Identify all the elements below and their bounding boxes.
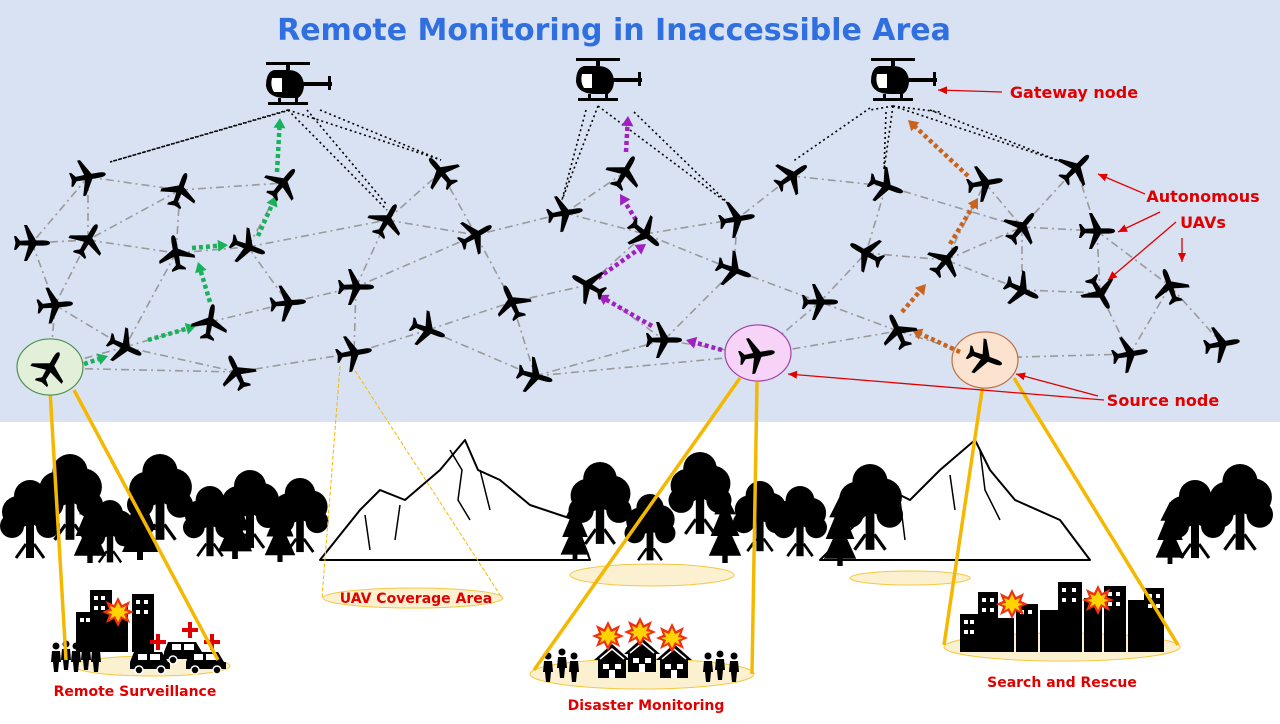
mesh-link [534, 354, 758, 377]
mesh-link [644, 233, 735, 271]
fire-icon [102, 597, 134, 627]
mesh-link [427, 301, 513, 331]
routing-path [273, 118, 286, 173]
mesh-link [819, 252, 867, 303]
mesh-link [736, 175, 793, 220]
mesh-link [564, 171, 626, 214]
annotation-arrows [787, 86, 1186, 401]
mesh-link [756, 301, 821, 356]
mesh-link [475, 212, 566, 236]
mesh-link [355, 234, 477, 288]
mesh-link [564, 212, 646, 235]
mesh-link [353, 286, 357, 354]
mesh-link [175, 246, 249, 254]
mesh-link [1169, 285, 1223, 345]
routing-path [620, 194, 638, 222]
mesh-link [733, 269, 821, 303]
building-icon [960, 582, 1164, 652]
coverage-footprints [73, 563, 1181, 690]
label-search-and-rescue: Search and Rescue [987, 675, 1137, 691]
routing-path [900, 284, 926, 314]
annotation-arrow [1178, 238, 1186, 262]
annotation-arrow [1097, 173, 1146, 195]
routing-path [195, 262, 213, 303]
mesh-link [1129, 285, 1171, 355]
mesh-link [175, 189, 181, 254]
building-windows [80, 596, 148, 622]
gateway-link [287, 109, 388, 211]
ambulance-icon [129, 622, 227, 675]
coverage-beam-thin [321, 365, 503, 599]
mesh-link [475, 234, 513, 303]
gateway-link [109, 109, 289, 163]
mesh-link [945, 226, 1023, 261]
fire-icon [996, 589, 1028, 619]
mesh-link [49, 304, 56, 369]
routing-path [621, 116, 634, 153]
ground-scene [0, 439, 1275, 690]
label-gateway-node: Gateway node [1010, 83, 1138, 102]
annotation-arrow [937, 86, 1003, 95]
mesh-link [87, 176, 181, 191]
mesh-link [865, 185, 887, 254]
mesh-link [236, 352, 355, 373]
mesh-link [1096, 230, 1101, 294]
tree-icon [771, 484, 829, 558]
label-disaster-monitoring: Disaster Monitoring [568, 698, 725, 714]
sky-background [0, 0, 1280, 422]
routing-path [596, 244, 646, 280]
mesh-link [87, 239, 177, 254]
label-remote-surveillance: Remote Surveillance [54, 684, 217, 700]
mesh-link [49, 367, 238, 373]
gateway-link [883, 105, 894, 171]
mesh-link [386, 171, 442, 221]
mesh-link [124, 346, 238, 373]
mesh-link [885, 185, 1023, 228]
routing-path [686, 336, 723, 353]
mesh-link [1021, 289, 1101, 294]
label-uavs: UAVs [1180, 213, 1226, 232]
mesh-link [287, 286, 357, 304]
routing-path [255, 196, 278, 237]
diagram-title: Remote Monitoring in Inaccessible Area [277, 13, 951, 48]
mesh-link [1096, 230, 1171, 287]
gateway-link [561, 105, 599, 201]
label-source-node: Source node [1107, 391, 1220, 410]
coverage-beams [48, 376, 1180, 675]
mesh-link [945, 182, 986, 261]
building-windows [964, 588, 1160, 634]
mesh-link [534, 339, 665, 377]
gateway-link [869, 105, 894, 111]
label-coverage-area: UAV Coverage Area [340, 591, 492, 607]
fire-icon [1082, 585, 1114, 615]
mesh-link [247, 219, 388, 248]
mesh-link [386, 219, 477, 236]
mesh-link [819, 301, 899, 332]
annotation-arrow [1117, 211, 1161, 233]
routing-path [912, 328, 961, 355]
routing-path [191, 239, 228, 252]
mesh-link [427, 329, 536, 377]
label-autonomous: Autonomous [1146, 187, 1259, 206]
mesh-link [440, 171, 477, 236]
routing-path [908, 120, 970, 178]
routing-path [83, 353, 108, 367]
mesh-link [54, 304, 126, 348]
annotation-arrow [1015, 372, 1099, 397]
annotation-arrow [1107, 221, 1177, 281]
mesh-link [247, 246, 289, 304]
annotation-arrow [787, 370, 1105, 401]
mesh-link [865, 252, 947, 261]
mesh-link [587, 284, 665, 341]
gateway-links [109, 105, 1063, 211]
routing-paths [83, 116, 978, 367]
mesh-link [1021, 226, 1098, 232]
mesh-link [31, 176, 89, 244]
mesh-link [663, 269, 735, 341]
routing-path [948, 198, 978, 246]
